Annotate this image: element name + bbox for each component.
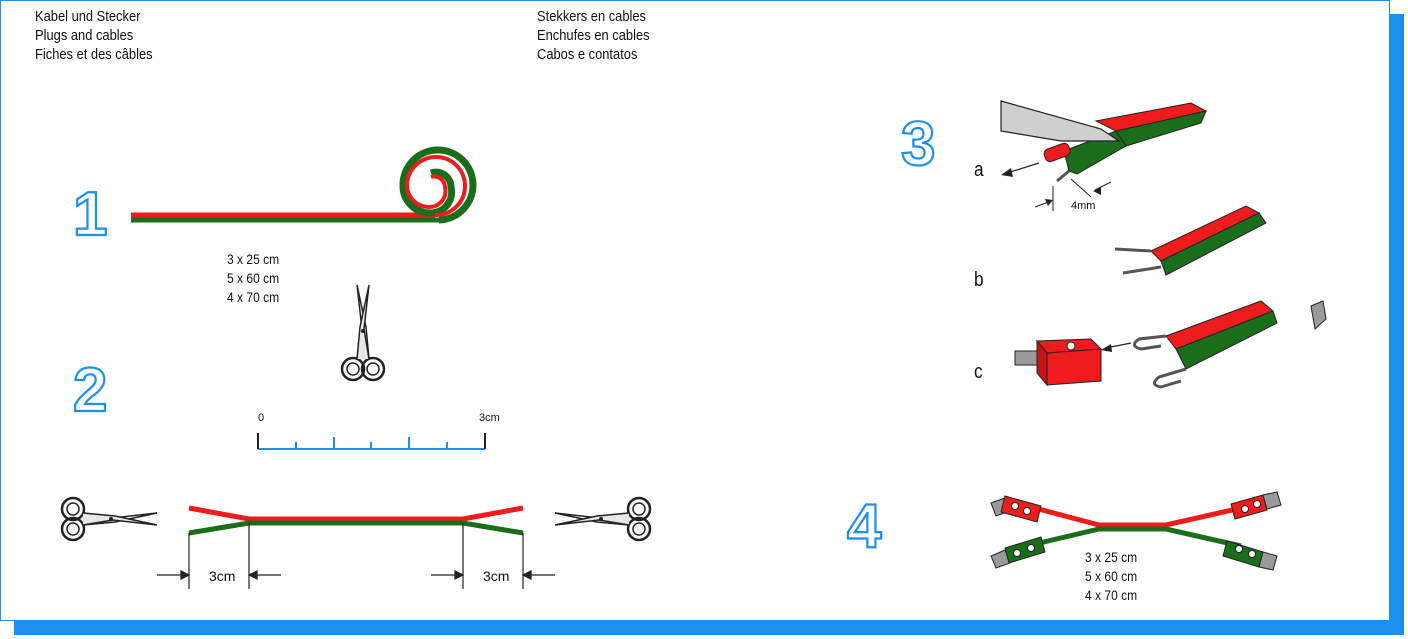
sub-step-c: c bbox=[974, 361, 983, 383]
stripped-wires-illustration bbox=[1114, 205, 1267, 276]
knife-strip-illustration: 4mm bbox=[1000, 100, 1208, 212]
scissors-right-icon bbox=[553, 496, 652, 542]
finished-cable-illustration bbox=[990, 491, 1282, 571]
header-right: Stekkers en cables Enchufes en cables Ca… bbox=[537, 7, 650, 64]
strip-length-label: 4mm bbox=[1071, 200, 1095, 212]
measure-label-right: 3cm bbox=[483, 568, 509, 584]
instruction-page: Kabel und Stecker Plugs and cables Fiche… bbox=[0, 0, 1390, 621]
length-1: 3 x 25 cm bbox=[227, 251, 280, 267]
ruler-end-label: 3cm bbox=[479, 412, 500, 424]
plug-red-right bbox=[1230, 491, 1282, 520]
header-left-line-3: Fiches et des câbles bbox=[35, 46, 153, 63]
step-number-3: 3 bbox=[901, 110, 935, 179]
header-left: Kabel und Stecker Plugs and cables Fiche… bbox=[35, 7, 153, 64]
stripped-cable bbox=[188, 505, 524, 536]
length-1: 3 x 25 cm bbox=[1085, 549, 1138, 565]
length-2: 5 x 60 cm bbox=[1085, 568, 1138, 584]
step-number-4: 4 bbox=[847, 492, 882, 561]
plug-green-right bbox=[1222, 540, 1278, 571]
measure-label-left: 3cm bbox=[209, 568, 235, 584]
scissors-left-icon bbox=[60, 496, 159, 542]
measure-markers bbox=[157, 523, 555, 589]
length-3: 4 x 70 cm bbox=[1085, 587, 1138, 603]
header-right-line-2: Enchufes en cables bbox=[537, 27, 650, 44]
length-2: 5 x 60 cm bbox=[227, 270, 280, 286]
plug-green-left bbox=[990, 536, 1046, 569]
length-list-right: 3 x 25 cm 5 x 60 cm 4 x 70 cm bbox=[1085, 548, 1137, 605]
length-3: 4 x 70 cm bbox=[227, 289, 280, 305]
step-number-1: 1 bbox=[73, 180, 107, 249]
sub-step-b: b bbox=[974, 269, 984, 291]
header-left-line-1: Kabel und Stecker bbox=[35, 8, 141, 25]
header-right-line-1: Stekkers en cables bbox=[537, 8, 646, 25]
ruler: 0 3cm bbox=[257, 412, 500, 450]
ruler-start-label: 0 bbox=[258, 412, 264, 424]
plug-red-left bbox=[990, 495, 1042, 523]
length-list-left: 3 x 25 cm 5 x 60 cm 4 x 70 cm bbox=[227, 250, 279, 307]
step-number-2: 2 bbox=[73, 356, 107, 425]
plug-assembly-illustration bbox=[1014, 300, 1327, 389]
coiled-cable bbox=[131, 146, 477, 224]
illustrations: 1 2 3 4 0 bbox=[60, 100, 1327, 589]
sub-step-a: a bbox=[974, 159, 984, 181]
scissors-icon bbox=[340, 283, 386, 382]
header-right-line-3: Cabos e contatos bbox=[537, 46, 638, 63]
header-left-line-2: Plugs and cables bbox=[35, 27, 134, 44]
